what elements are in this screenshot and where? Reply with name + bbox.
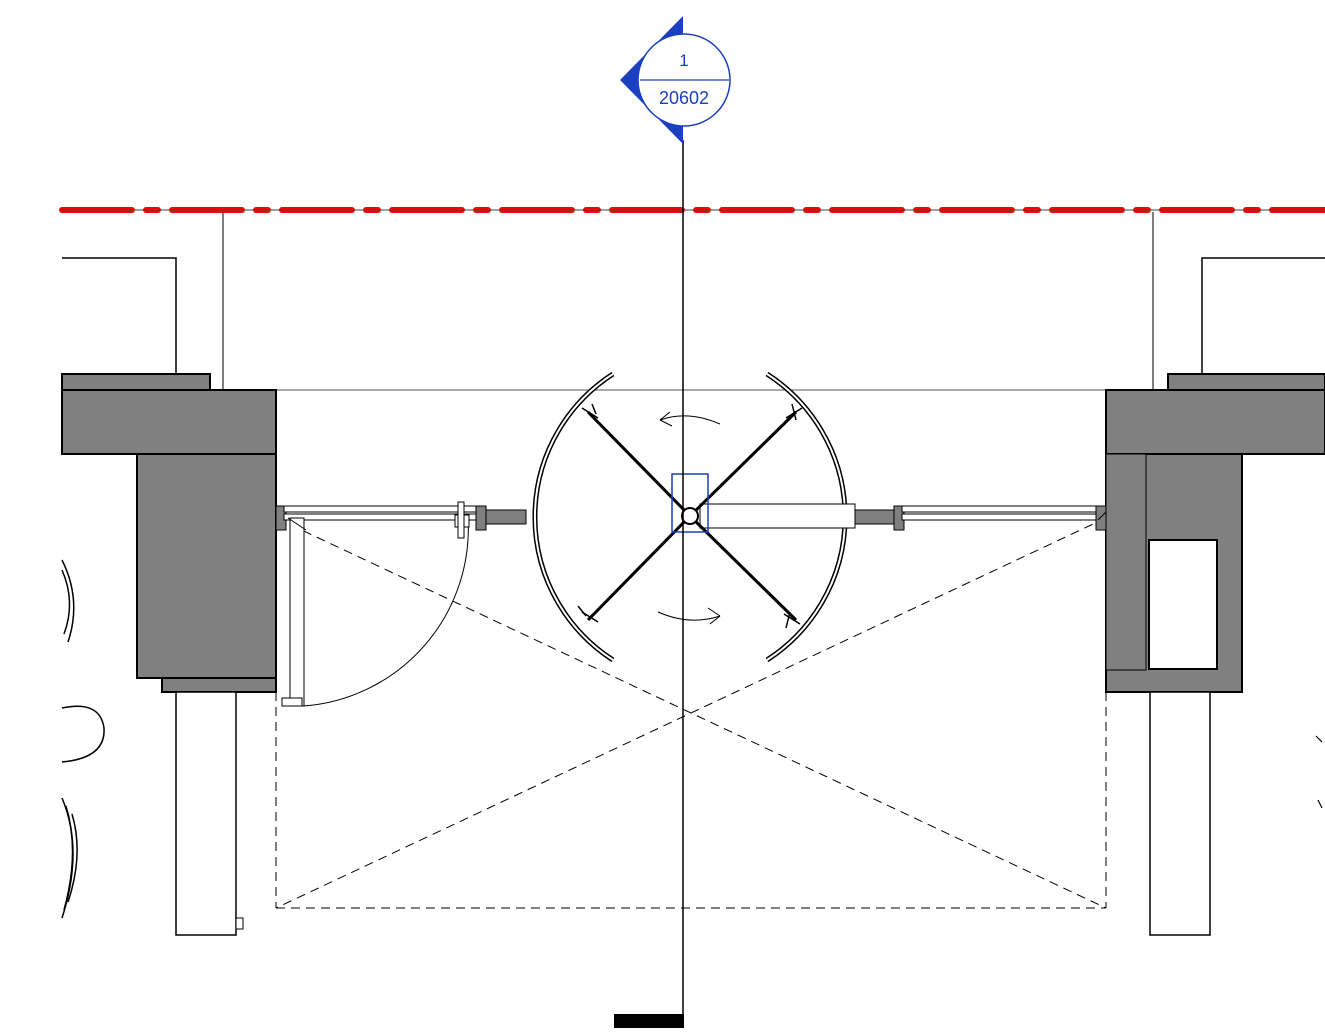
furniture-left [61, 559, 105, 919]
room-outline-left [62, 257, 177, 374]
room-outline-right [1201, 257, 1325, 374]
storefront-right[interactable] [854, 505, 1107, 531]
pivot-selection-box[interactable] [671, 473, 709, 533]
column-left [175, 691, 237, 936]
section-sheet-number: 20602 [659, 88, 709, 108]
wall-opening-right [1148, 539, 1218, 670]
rotation-arrow-bottom [657, 607, 721, 625]
column-right [1149, 691, 1211, 936]
section-cut-tail [614, 1014, 684, 1028]
wall-right[interactable] [1105, 373, 1325, 693]
rotation-arrow-top [659, 411, 721, 427]
section-number: 1 [679, 51, 688, 70]
wall-left[interactable] [61, 373, 277, 693]
revolving-door[interactable] [532, 371, 856, 663]
swing-door-left[interactable] [281, 501, 470, 707]
overhead-canopy-dashed [275, 517, 1107, 909]
section-marker[interactable]: 1 20602 [620, 16, 731, 144]
storefront-left[interactable] [275, 505, 527, 531]
edge-marks-right [1315, 735, 1323, 809]
